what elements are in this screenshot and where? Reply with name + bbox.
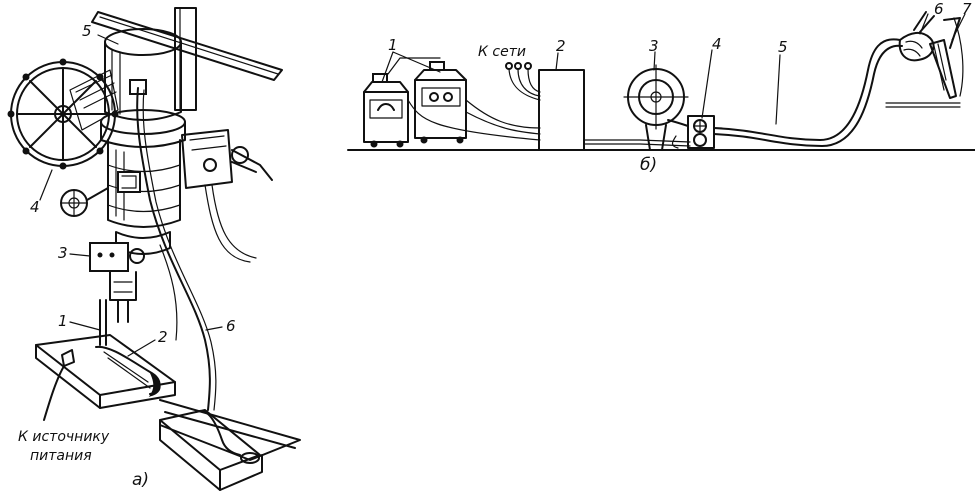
cable-6-inner — [142, 89, 217, 411]
label-b-3: 3 — [649, 37, 659, 55]
power-source-note-line2: питания — [30, 448, 92, 464]
subfigure-a-caption: а) — [132, 470, 149, 490]
label-a-6: 6 — [226, 317, 236, 335]
semiautomatic-setup — [347, 11, 975, 151]
hose-5-outer — [713, 44, 903, 147]
label-b-6: 6 — [934, 0, 944, 18]
label-a-5: 5 — [82, 22, 92, 40]
box-to-reel-cables — [583, 139, 691, 147]
feed-mechanism — [667, 115, 715, 149]
label-b-1: 1 — [388, 36, 398, 54]
hand-torch — [898, 11, 964, 99]
table-line — [885, 102, 961, 108]
label-a-2: 2 — [158, 328, 168, 346]
base-workpiece — [35, 334, 301, 491]
power-source-note-line1: К источнику — [18, 429, 110, 445]
control-box — [538, 69, 585, 151]
label-b-7: 7 — [962, 0, 972, 18]
mains-plugs — [505, 62, 541, 101]
unit-cables — [387, 57, 541, 141]
label-b-4: 4 — [712, 35, 722, 53]
right-leaders — [381, 13, 966, 125]
power-unit-a — [363, 73, 409, 148]
label-a-1: 1 — [58, 312, 68, 330]
side-wires — [159, 184, 257, 341]
mains-note: К сети — [478, 44, 526, 60]
gearbox-body — [107, 129, 273, 228]
subfigure-b-caption: б) — [640, 155, 657, 175]
welding-head-apparatus — [7, 7, 301, 491]
label-b-2: 2 — [556, 37, 566, 55]
hose-5 — [713, 38, 901, 141]
adjust-knob — [60, 187, 109, 217]
cable-6 — [136, 87, 211, 411]
handwheel — [7, 58, 119, 170]
label-a-3: 3 — [58, 244, 68, 262]
wire-reel — [623, 64, 689, 151]
feed-block — [89, 231, 171, 346]
left-leaders — [39, 34, 223, 357]
label-b-5: 5 — [778, 38, 788, 56]
label-a-4: 4 — [30, 198, 40, 216]
power-unit-b — [414, 61, 467, 144]
